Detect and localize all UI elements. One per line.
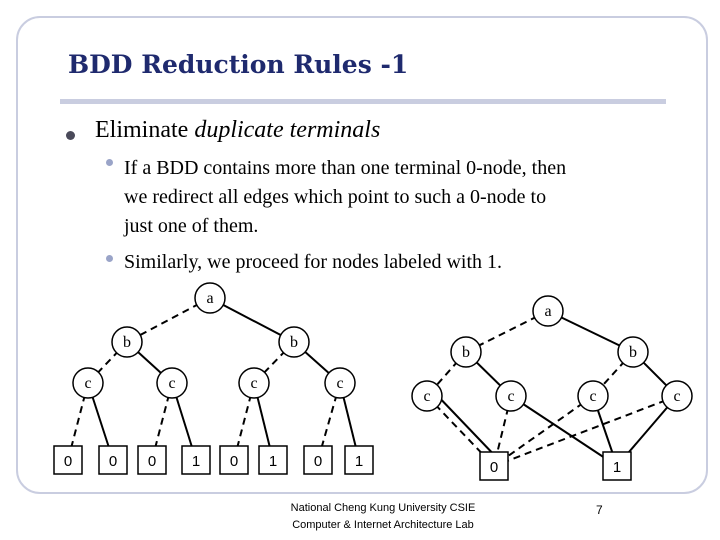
right-node-b2 <box>617 336 649 368</box>
sub-bullet-1-line-1: If a BDD contains more than one terminal… <box>124 157 567 179</box>
left-node-c3-label: c <box>250 375 257 392</box>
left-terminal-3-label: 0 <box>148 453 156 470</box>
footer-lab: Computer & Internet Architecture Lab <box>292 519 474 531</box>
right-node-c2 <box>495 380 527 412</box>
left-terminal-7 <box>303 445 333 475</box>
slide-frame <box>16 16 708 494</box>
left-node-a-label: a <box>206 290 213 307</box>
left-edge-b2-c3 <box>253 341 295 384</box>
left-terminal-4-label: 1 <box>192 453 200 470</box>
slide-title: BDD Reduction Rules -1 <box>68 50 409 79</box>
page-number: 7 <box>596 503 603 517</box>
main-bullet: Eliminate duplicate terminals <box>95 117 380 144</box>
bullet-icon <box>66 131 75 140</box>
left-terminal-7-label: 0 <box>314 453 322 470</box>
sub-bullet-1-line-3: just one of them. <box>124 215 259 237</box>
left-terminal-5-label: 0 <box>230 453 238 470</box>
left-node-b1 <box>111 326 143 358</box>
left-node-b2 <box>278 326 310 358</box>
bullet-emphasis: duplicate terminals <box>194 117 381 143</box>
sub-bullet-2: Similarly, we proceed for nodes labeled … <box>124 248 664 277</box>
left-terminal-3 <box>137 445 167 475</box>
sub-bullet-icon <box>106 159 113 166</box>
left-terminal-2 <box>98 445 128 475</box>
left-node-c3 <box>238 367 270 399</box>
right-terminal-1 <box>602 451 632 481</box>
left-node-c1-label: c <box>84 375 91 392</box>
sub-bullet-1: If a BDD contains more than one terminal… <box>124 154 664 241</box>
right-edge-c1-0-hi <box>432 390 501 462</box>
left-terminal-6 <box>258 445 288 475</box>
sub-bullet-2-line-1: Similarly, we proceed for nodes labeled … <box>124 251 503 273</box>
left-terminal-6-label: 1 <box>269 453 277 470</box>
left-terminal-8 <box>344 445 374 475</box>
sub-bullet-icon <box>106 255 113 262</box>
left-node-b2-label: b <box>290 334 298 351</box>
left-terminal-1 <box>53 445 83 475</box>
right-node-c3 <box>577 380 609 412</box>
left-edge-a-b2 <box>209 297 295 343</box>
left-terminal-8-label: 1 <box>355 453 363 470</box>
right-terminal-0 <box>479 451 509 481</box>
right-node-c4 <box>661 380 693 412</box>
right-edge-c3-0 <box>493 395 594 467</box>
right-node-c1 <box>411 380 443 412</box>
left-node-a <box>194 282 226 314</box>
sub-bullet-1-line-2: we redirect all edges which point to suc… <box>124 186 547 208</box>
right-node-a <box>532 295 564 327</box>
right-node-c1-label: c <box>423 388 430 405</box>
right-node-b2-label: b <box>629 344 637 361</box>
footer: National Cheng Kung University CSIE Comp… <box>238 500 528 534</box>
left-node-c1 <box>72 367 104 399</box>
right-edge-c4-0 <box>493 395 678 467</box>
right-terminal-1-label: 1 <box>613 459 621 476</box>
left-edge-b1-c1 <box>87 341 128 384</box>
left-node-b1-label: b <box>123 334 131 351</box>
right-node-b1-label: b <box>462 344 470 361</box>
left-node-c4-label: c <box>336 375 343 392</box>
left-node-c2-label: c <box>168 375 175 392</box>
left-node-c4 <box>324 367 356 399</box>
bullet-lead: Eliminate <box>95 117 195 143</box>
footer-university: National Cheng Kung University CSIE <box>290 502 476 514</box>
right-node-c4-label: c <box>673 388 680 405</box>
left-terminal-5 <box>219 445 249 475</box>
left-terminal-2-label: 0 <box>109 453 117 470</box>
right-node-a-label: a <box>544 303 551 320</box>
right-node-c3-label: c <box>589 388 596 405</box>
left-node-c2 <box>156 367 188 399</box>
right-terminal-0-label: 0 <box>490 459 498 476</box>
right-edge-c2-1 <box>510 395 618 467</box>
left-terminal-1-label: 0 <box>64 453 72 470</box>
right-node-b1 <box>450 336 482 368</box>
left-terminal-4 <box>181 445 211 475</box>
title-divider <box>60 99 666 104</box>
right-edge-c1-0-lo <box>426 395 495 467</box>
right-node-c2-label: c <box>507 388 514 405</box>
